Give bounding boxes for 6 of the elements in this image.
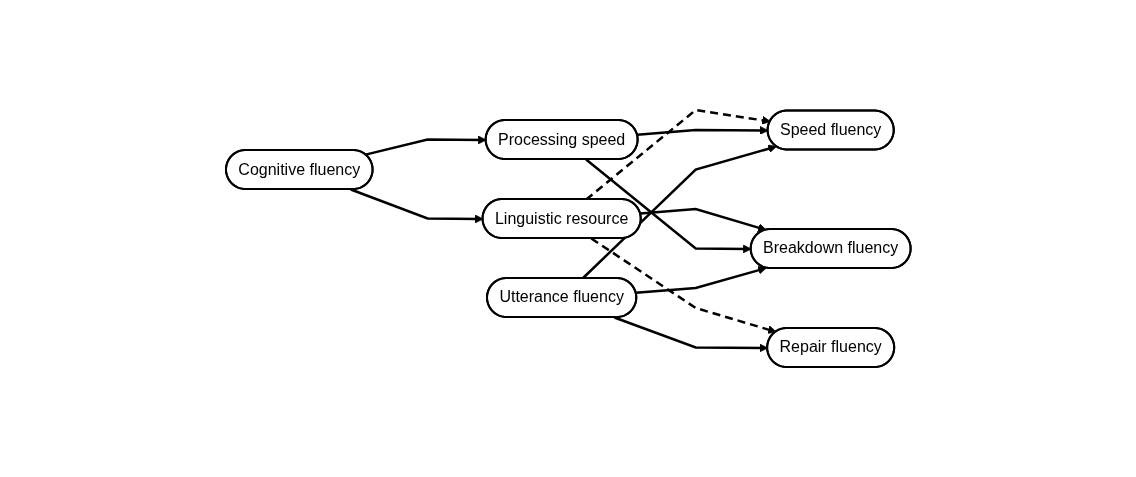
arrow: [581, 144, 777, 280]
arrow: [590, 237, 777, 334]
arrow: [585, 108, 771, 201]
arrow: [613, 316, 768, 353]
arrow: [635, 265, 767, 294]
arrow: [640, 207, 767, 232]
